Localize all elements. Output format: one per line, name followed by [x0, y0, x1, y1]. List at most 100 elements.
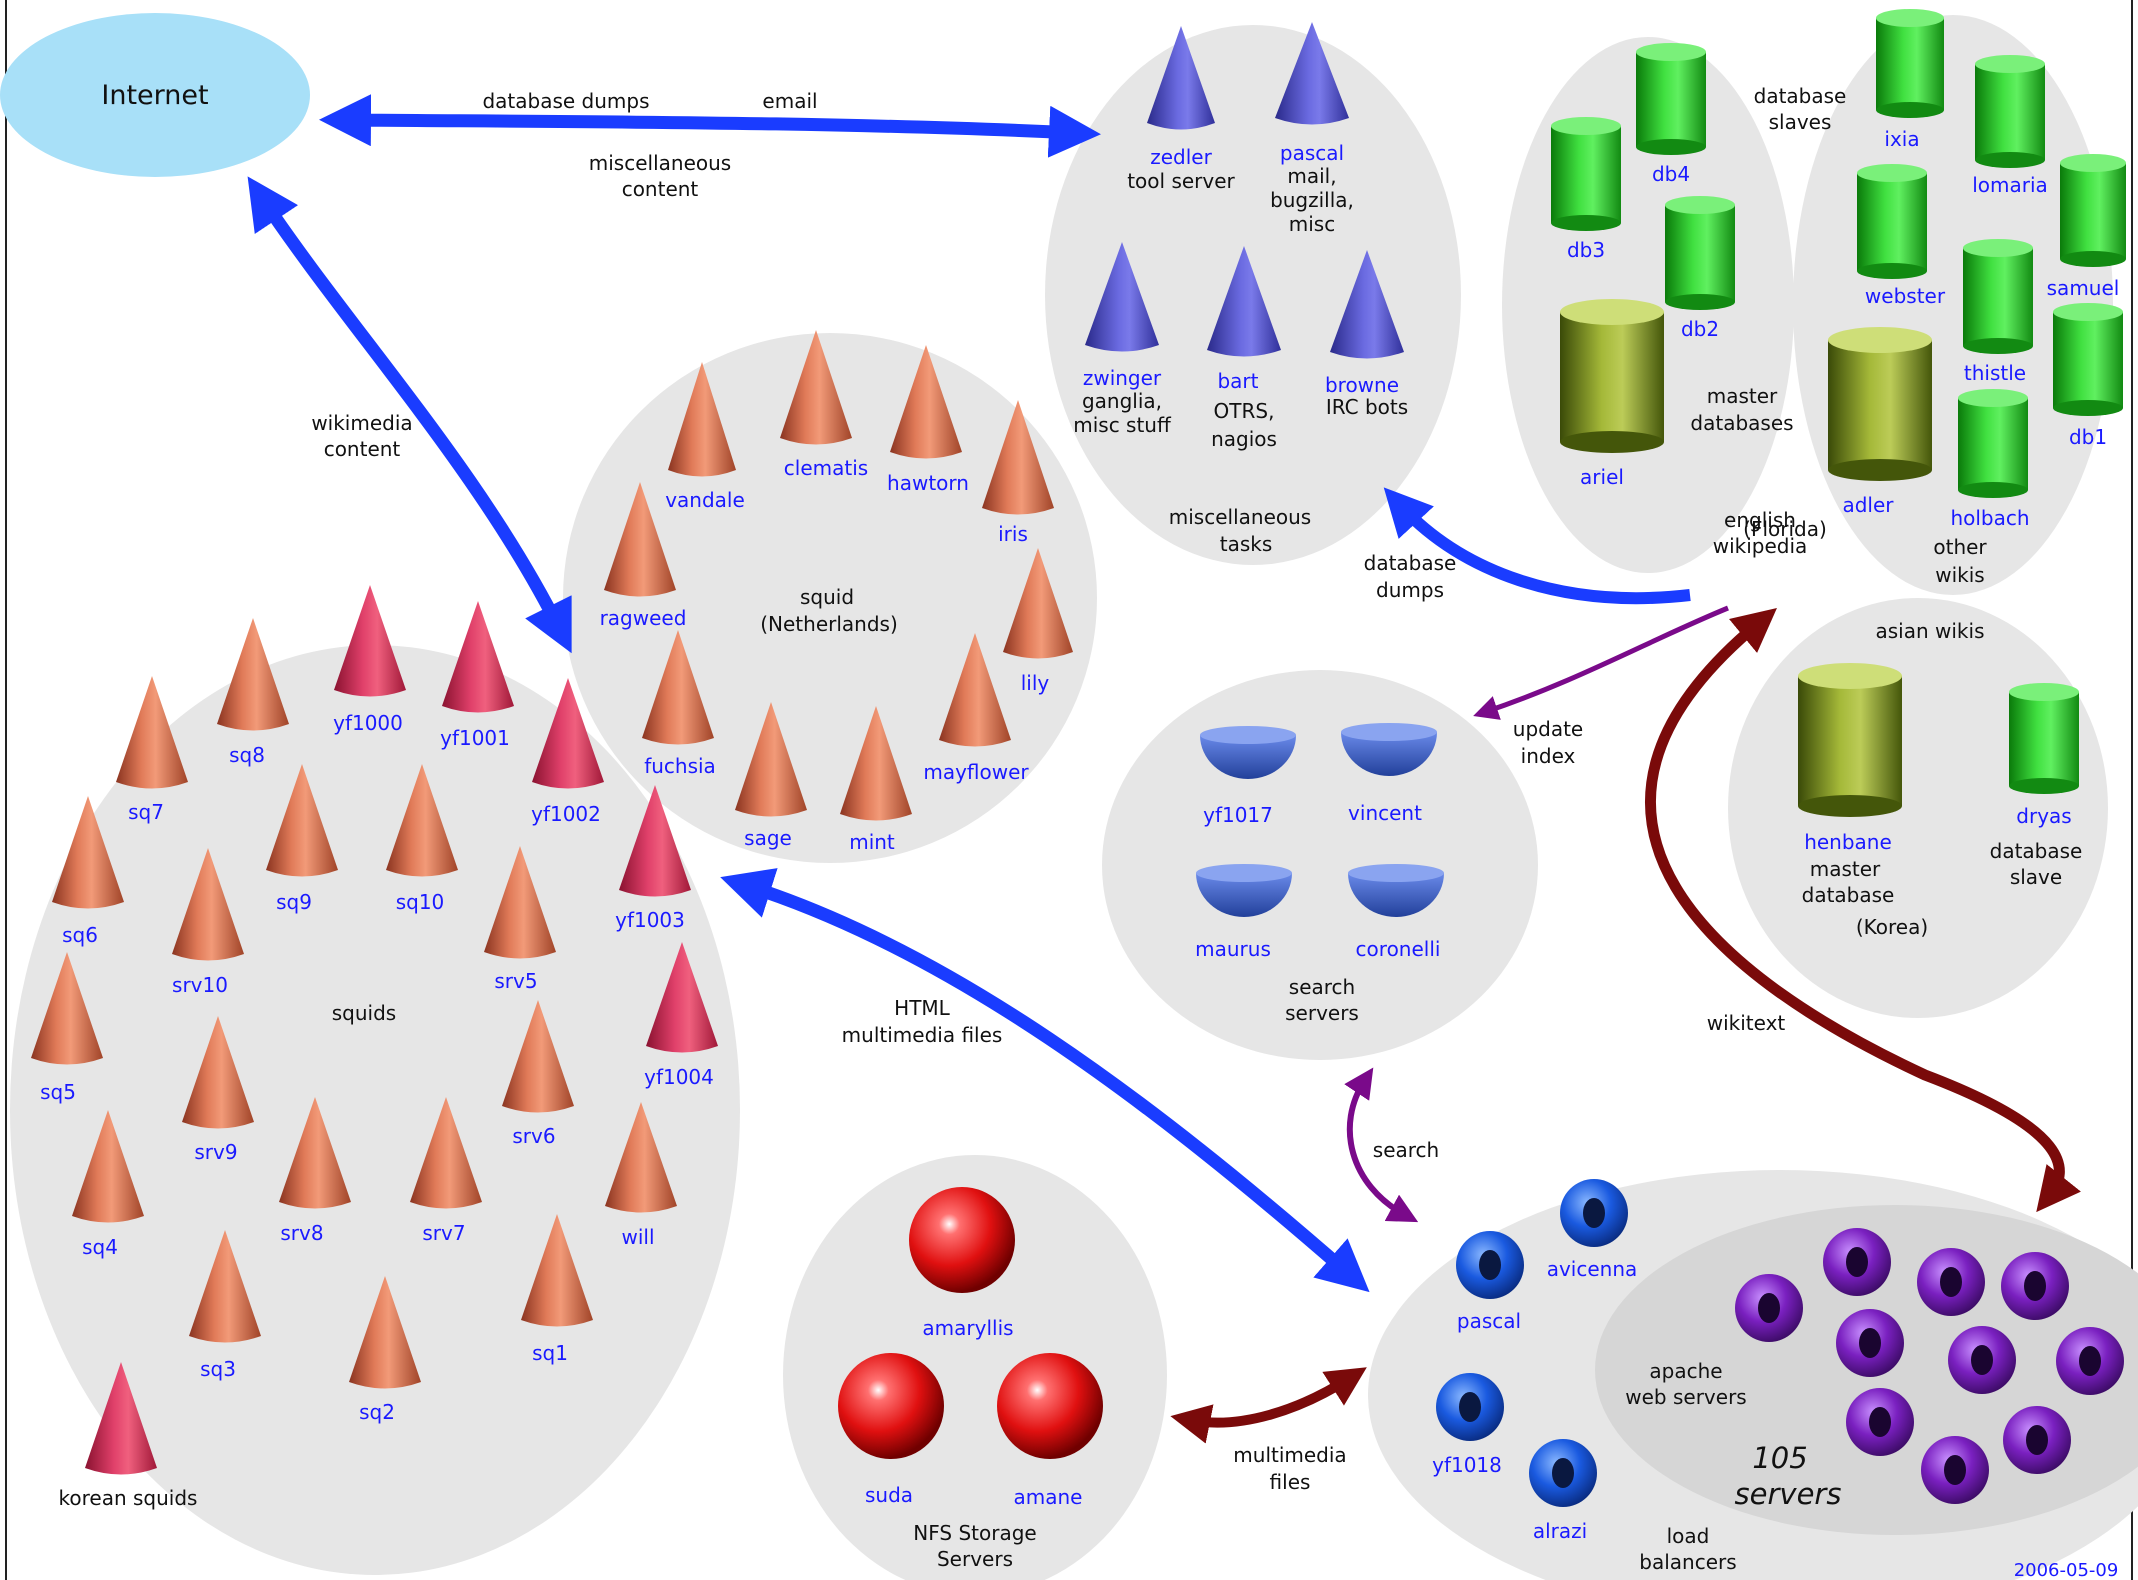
cone-icon: [502, 1000, 574, 1113]
master-title-line2: databases: [1690, 411, 1793, 435]
server-webster: webster: [1857, 164, 1946, 308]
server-name: iris: [998, 522, 1028, 546]
server-mayflower: mayflower: [923, 633, 1029, 784]
florida-label: (Florida): [1743, 517, 1827, 541]
cone-icon: [735, 702, 807, 817]
server-name: srv7: [422, 1221, 465, 1245]
server-pascal-misc: pascal mail, bugzilla, misc: [1270, 22, 1354, 236]
server-name: sq8: [229, 743, 265, 767]
server-vandale: vandale: [665, 362, 745, 512]
server-name: sage: [744, 826, 792, 850]
server-ixia: ixia: [1876, 9, 1944, 151]
arrow-label-dumps: dumps: [1376, 578, 1444, 602]
english-title-line1: english: [1724, 508, 1796, 532]
cone-icon: [890, 345, 962, 459]
squids-servers: sq8 yf1000 yf1001 sq7 yf1002 sq9 sq10 s: [31, 585, 718, 1424]
server-name: yf1018: [1432, 1453, 1502, 1477]
server-amane: amane: [997, 1353, 1103, 1509]
apache-title-line2: web servers: [1625, 1385, 1746, 1409]
cone-icon: [646, 942, 718, 1053]
arrow-label-files: files: [1270, 1470, 1311, 1494]
server-avicenna: avicenna: [1547, 1179, 1637, 1281]
server-role-line2: bugzilla,: [1270, 188, 1354, 212]
arrow-label-database: database: [1364, 551, 1457, 575]
asian-wikis-servers: asian wikis henbane master database drya…: [1798, 619, 2082, 939]
server-yf1002: yf1002: [531, 678, 604, 826]
misc-tasks-servers: zedler tool server pascal mail, bugzilla…: [1073, 22, 1408, 556]
arrow-label-content: content: [622, 177, 699, 201]
cone-icon: [619, 785, 691, 897]
server-yf1017: yf1017: [1200, 726, 1296, 827]
cylinder-icon: [1958, 398, 2028, 490]
server-name: yf1003: [615, 908, 685, 932]
misc-cluster-title-line1: miscellaneous: [1169, 505, 1311, 529]
server-name: holbach: [1950, 506, 2029, 530]
server-name: will: [621, 1225, 654, 1249]
server-role-line2: slave: [2010, 865, 2062, 889]
arrow-label-wikitext: wikitext: [1707, 1011, 1786, 1035]
bowl-icon: [1341, 732, 1437, 776]
server-name: webster: [1865, 284, 1946, 308]
server-name: ixia: [1884, 127, 1919, 151]
squids-title: squids: [332, 1001, 396, 1025]
cone-icon: [668, 362, 736, 477]
cone-icon: [386, 764, 458, 877]
server-name: adler: [1842, 493, 1894, 517]
cone-icon: [182, 1016, 254, 1129]
server-thistle: thistle: [1963, 239, 2033, 385]
cone-icon: [349, 1276, 421, 1389]
other-wikis-db-servers: ixia lomaria webster samuel thistle: [1828, 9, 2126, 587]
sphere-icon: [838, 1353, 944, 1459]
server-name: mayflower: [923, 760, 1029, 784]
arrow-label-database-dumps: database dumps: [482, 89, 649, 113]
server-db1: db1: [2053, 303, 2123, 449]
internet-cloud: [0, 13, 310, 177]
server-sq3: sq3: [189, 1230, 261, 1381]
server-role: IRC bots: [1326, 395, 1408, 419]
cone-icon: [410, 1097, 482, 1209]
server-samuel: samuel: [2047, 154, 2126, 300]
date-label: 2006-05-09: [2014, 1560, 2119, 1580]
cone-icon: [605, 1102, 677, 1213]
server-name: sq6: [62, 923, 98, 947]
server-name: db2: [1681, 317, 1719, 341]
cylinder-icon: [1876, 18, 1944, 110]
server-role-line3: misc: [1289, 212, 1335, 236]
cone-icon: [189, 1230, 261, 1343]
server-name: sq4: [82, 1235, 118, 1259]
server-name: lomaria: [1972, 173, 2048, 197]
arrow-label-wikimedia-content: content: [324, 437, 401, 461]
server-name: sq5: [40, 1080, 76, 1104]
squid-netherlands-servers: vandale clematis hawtorn iris ragweed li…: [600, 330, 1073, 854]
cylinder-icon: [1963, 248, 2033, 346]
cone-icon: [266, 764, 338, 877]
cone-icon: [521, 1214, 593, 1327]
cylinder-icon: [1975, 64, 2045, 160]
server-role-line1: database: [1990, 839, 2083, 863]
server-sq2: sq2: [349, 1276, 421, 1424]
update-index-labels: update index: [1513, 717, 1583, 768]
server-vincent: vincent: [1341, 723, 1437, 825]
server-name: sq2: [359, 1400, 395, 1424]
sphere-icon: [909, 1187, 1015, 1293]
server-name: srv10: [172, 973, 228, 997]
server-name: zedler: [1150, 145, 1212, 169]
english-title-line2: wikipedia: [1713, 534, 1808, 558]
server-name: vincent: [1348, 801, 1422, 825]
cone-icon: [642, 630, 714, 745]
korea-label: (Korea): [1856, 915, 1928, 939]
server-db2: db2: [1665, 196, 1735, 341]
bowl-icon: [1200, 735, 1296, 779]
server-pascal-lb: pascal: [1456, 1231, 1524, 1333]
server-yf1000: yf1000: [333, 585, 406, 735]
server-sage: sage: [735, 702, 807, 850]
cone-icon: [116, 676, 188, 789]
cylinder-icon: [1551, 126, 1621, 223]
bowl-icon: [1196, 873, 1292, 917]
internet-label: Internet: [101, 80, 208, 111]
server-sq4: sq4: [72, 1110, 144, 1259]
cylinder-icon: [1798, 676, 1902, 806]
cone-icon: [1003, 548, 1073, 659]
multimedia-files-arrow: [1170, 1367, 1367, 1444]
